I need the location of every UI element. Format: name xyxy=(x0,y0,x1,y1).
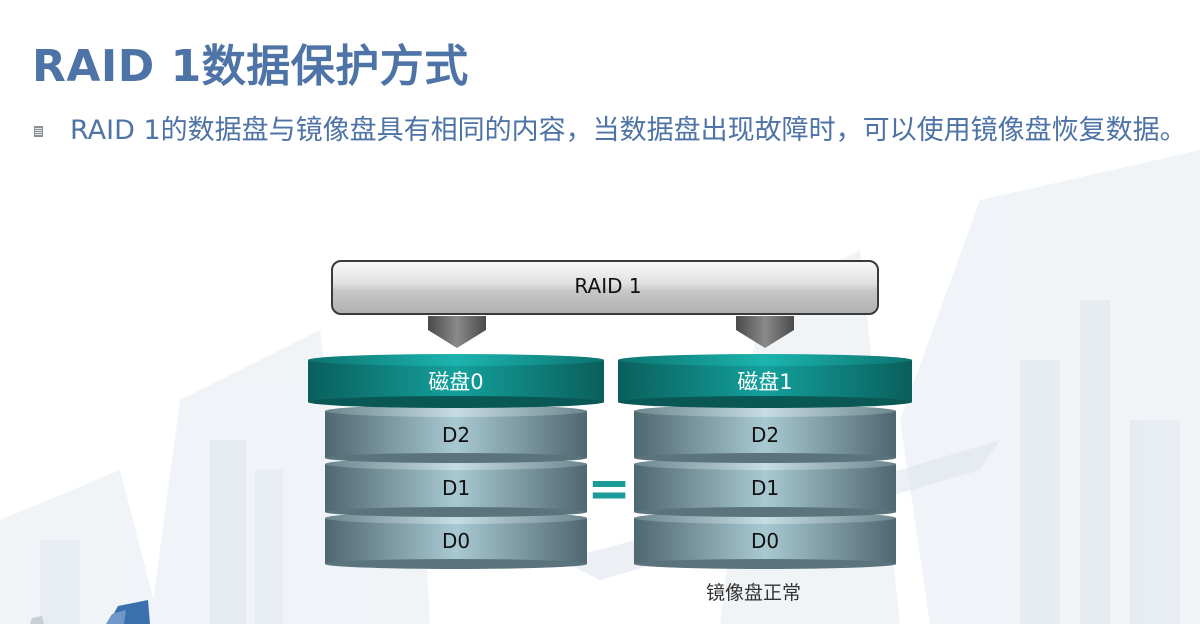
block-label: D0 xyxy=(751,529,779,553)
disk-1: D0 D1 D2 磁盘1 xyxy=(618,354,912,569)
arrow-down-icon xyxy=(428,316,486,348)
raid-level-bar: RAID 1 xyxy=(331,260,879,315)
block-label: D1 xyxy=(751,476,779,500)
disk-0-block-d0: D0 xyxy=(325,512,587,569)
mirror-status-caption: 镜像盘正常 xyxy=(706,582,802,604)
raid-level-label: RAID 1 xyxy=(574,274,641,298)
block-label: D1 xyxy=(442,476,470,500)
block-label: D0 xyxy=(442,529,470,553)
equals-sign: = xyxy=(587,459,631,519)
block-label: D2 xyxy=(751,423,779,447)
corner-logo-icon xyxy=(30,600,150,624)
bullet-icon xyxy=(34,126,43,137)
arrow-down-icon xyxy=(736,316,794,348)
disk-1-block-d1: D1 xyxy=(634,458,896,517)
disk-0-header: 磁盘0 xyxy=(308,354,604,408)
disk-0: D0 D1 D2 磁盘0 xyxy=(308,354,604,569)
disk-1-block-d0: D0 xyxy=(634,512,896,569)
slide-title: RAID 1数据保护方式 xyxy=(32,41,469,92)
disk-0-name: 磁盘0 xyxy=(428,370,483,394)
disk-1-header: 磁盘1 xyxy=(618,354,912,408)
block-label: D2 xyxy=(442,423,470,447)
disk-1-block-d2: D2 xyxy=(634,405,896,463)
disk-0-block-d2: D2 xyxy=(325,405,587,463)
disk-1-name: 磁盘1 xyxy=(737,370,792,394)
disk-0-block-d1: D1 xyxy=(325,458,587,517)
bullet-text: RAID 1的数据盘与镜像盘具有相同的内容，当数据盘出现故障时，可以使用镜像盘恢… xyxy=(70,115,1187,146)
